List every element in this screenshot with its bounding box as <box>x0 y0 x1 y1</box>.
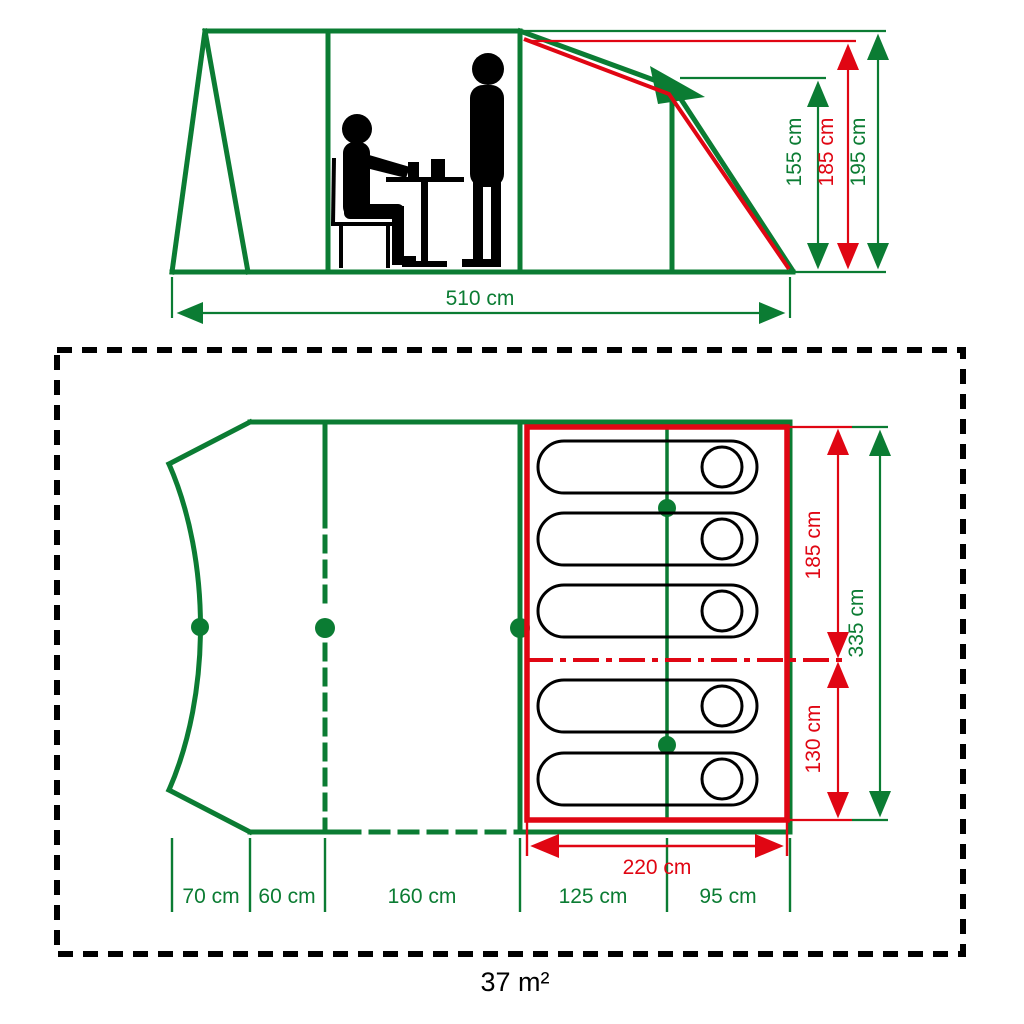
mug-icon <box>431 159 445 177</box>
pole-dot-porch <box>191 618 209 636</box>
porch-top-edge <box>165 418 254 468</box>
porch-bottom-edge <box>165 786 254 836</box>
floor-plan: 70 cm 60 cm 160 cm 125 cm 95 cm 220 cm <box>54 347 966 997</box>
side-elevation: 510 cm 155 cm 185 cm 195 cm <box>169 27 889 324</box>
sleeping-bag <box>536 583 759 639</box>
rear-roof-slope <box>516 27 797 275</box>
standing-person-silhouette <box>462 53 504 267</box>
sleeping-bag <box>536 439 759 495</box>
depth-lower-label: 130 cm <box>802 705 825 774</box>
sleeping-cabin-outline <box>524 424 790 823</box>
people-and-furniture <box>331 53 504 268</box>
width-sleep-right-label: 95 cm <box>699 885 756 908</box>
dimension-widths: 70 cm 60 cm 160 cm 125 cm 95 cm <box>170 838 792 912</box>
front-pole-right <box>202 28 251 275</box>
front-pole-left <box>169 28 208 275</box>
footprint-dashed-border <box>54 347 966 957</box>
dimension-length-510: 510 cm <box>170 277 792 324</box>
sleeping-width-label: 220 cm <box>623 856 692 879</box>
seated-person-silhouette <box>342 114 416 265</box>
width-front-label: 60 cm <box>258 885 315 908</box>
roof-pole-cap <box>650 66 705 104</box>
sleeping-bag <box>536 511 759 567</box>
depth-upper-label: 185 cm <box>802 511 825 580</box>
pole-dot-divider1 <box>315 618 335 638</box>
dimension-sleeping-width: 220 cm <box>525 822 789 879</box>
length-label: 510 cm <box>446 287 515 310</box>
dimension-depths: 185 cm 130 cm 335 cm <box>789 425 891 822</box>
sleeping-bags <box>536 439 759 807</box>
flysheet-red-line <box>523 37 791 271</box>
table <box>386 159 464 267</box>
width-sleep-left-label: 125 cm <box>559 885 628 908</box>
depth-total-label: 335 cm <box>845 589 868 658</box>
height-inner-label: 155 cm <box>783 118 806 187</box>
height-outer-label: 195 cm <box>847 118 870 187</box>
cup-icon <box>408 162 419 177</box>
pole-dots <box>191 499 676 754</box>
chair <box>331 157 396 268</box>
plan-top-right-edge <box>247 419 793 835</box>
pole-dot-cabin-lower <box>658 736 676 754</box>
plan-outline <box>165 418 793 836</box>
sleeping-bag <box>536 751 759 807</box>
height-mid-label: 185 cm <box>815 118 838 187</box>
area-label: 37 m² <box>480 967 549 997</box>
width-porch-label: 70 cm <box>182 885 239 908</box>
sleeping-bag <box>536 678 759 734</box>
dimension-heights: 155 cm 185 cm 195 cm <box>523 29 889 274</box>
width-living-label: 160 cm <box>388 885 457 908</box>
